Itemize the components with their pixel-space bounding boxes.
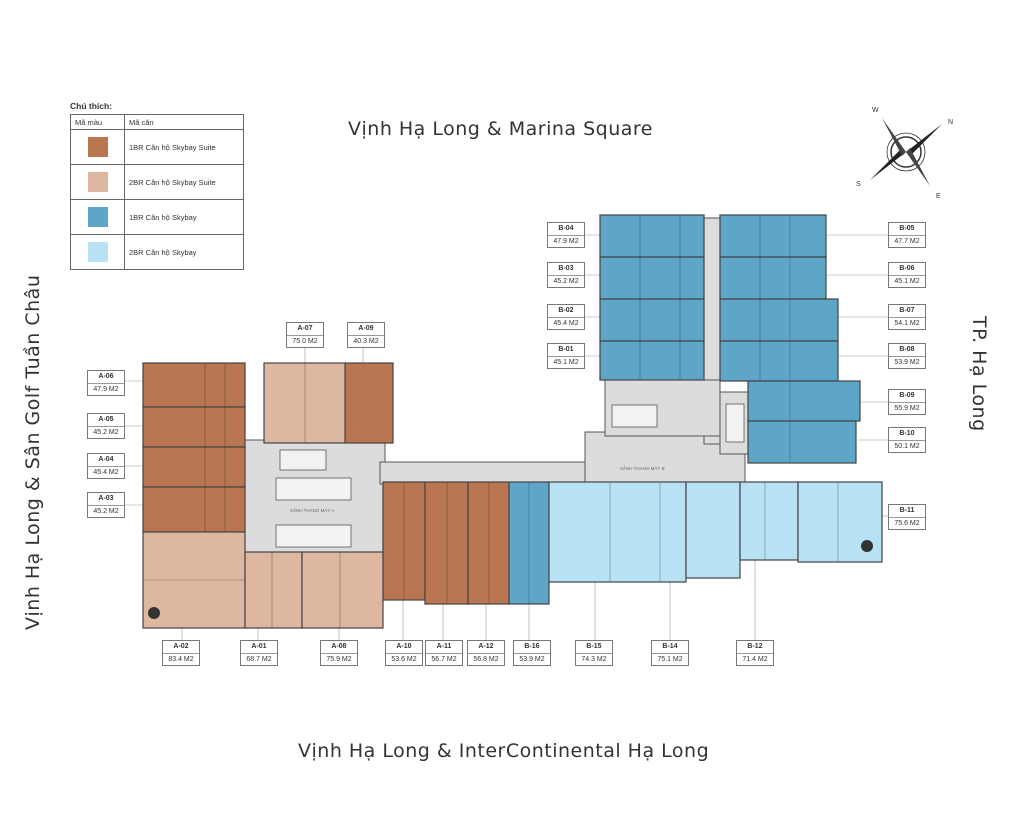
unit-B-08[interactable] bbox=[719, 340, 839, 382]
unit-A-04[interactable] bbox=[142, 446, 246, 488]
legend-swatch bbox=[87, 207, 108, 227]
legend-table: Mã màu Mã căn 1BR Căn hộ Skybay Suite 2B… bbox=[70, 114, 244, 270]
column-icon bbox=[148, 607, 160, 619]
unit-B-10[interactable] bbox=[747, 420, 857, 464]
interior-walls bbox=[143, 215, 839, 628]
unit-A-12[interactable] bbox=[467, 481, 510, 605]
legend: Chú thích: Mã màu Mã căn 1BR Căn hộ Skyb… bbox=[70, 101, 244, 270]
unit-A-03[interactable] bbox=[142, 486, 246, 533]
view-label-top: Vịnh Hạ Long & Marina Square bbox=[348, 118, 653, 140]
compass-e: E bbox=[936, 193, 941, 200]
unit-B-09[interactable] bbox=[747, 380, 861, 422]
unit-A-11[interactable] bbox=[424, 481, 469, 605]
unit-B-14[interactable] bbox=[685, 481, 741, 579]
legend-swatch bbox=[87, 242, 108, 262]
unit-A-07[interactable] bbox=[263, 362, 346, 444]
unit-A-01[interactable] bbox=[244, 551, 303, 629]
unit-B-05[interactable] bbox=[719, 214, 827, 258]
legend-row: 2BR Căn hộ Skybay bbox=[70, 234, 244, 270]
unit-A-08[interactable] bbox=[301, 551, 384, 629]
legend-swatch bbox=[87, 137, 108, 157]
compass-w: W bbox=[872, 107, 879, 114]
legend-swatch bbox=[87, 172, 108, 192]
legend-label: 2BR Căn hộ Skybay bbox=[124, 234, 244, 270]
unit-B-06[interactable] bbox=[719, 256, 827, 300]
unit-A-05[interactable] bbox=[142, 406, 246, 448]
legend-title: Chú thích: bbox=[70, 101, 113, 111]
lobby-a-label: SẢNH THANG MÁY A bbox=[290, 507, 334, 513]
legend-label: 1BR Căn hộ Skybay bbox=[124, 199, 244, 235]
compass-n: N bbox=[948, 119, 953, 126]
unit-B-15[interactable] bbox=[548, 481, 687, 583]
legend-label: 1BR Căn hộ Skybay Suite bbox=[124, 129, 244, 165]
unit-B-07[interactable] bbox=[719, 298, 839, 342]
view-label-bottom: Vịnh Hạ Long & InterContinental Hạ Long bbox=[298, 740, 710, 762]
unit-blocks bbox=[142, 214, 883, 629]
unit-B-03[interactable] bbox=[599, 256, 705, 300]
legend-row: 1BR Căn hộ Skybay bbox=[70, 199, 244, 235]
legend-label: 2BR Căn hộ Skybay Suite bbox=[124, 164, 244, 200]
unit-B-12[interactable] bbox=[739, 481, 799, 561]
unit-B-02[interactable] bbox=[599, 298, 705, 342]
lobby-b-label: SẢNH THANG MÁY B bbox=[620, 465, 665, 471]
compass-rose-icon: N E S W bbox=[856, 107, 953, 200]
compass-s: S bbox=[856, 181, 861, 188]
unit-B-04[interactable] bbox=[599, 214, 705, 258]
unit-A-09[interactable] bbox=[344, 362, 394, 444]
column-icon bbox=[861, 540, 873, 552]
unit-A-06[interactable] bbox=[142, 362, 246, 408]
unit-B-01[interactable] bbox=[599, 340, 705, 381]
